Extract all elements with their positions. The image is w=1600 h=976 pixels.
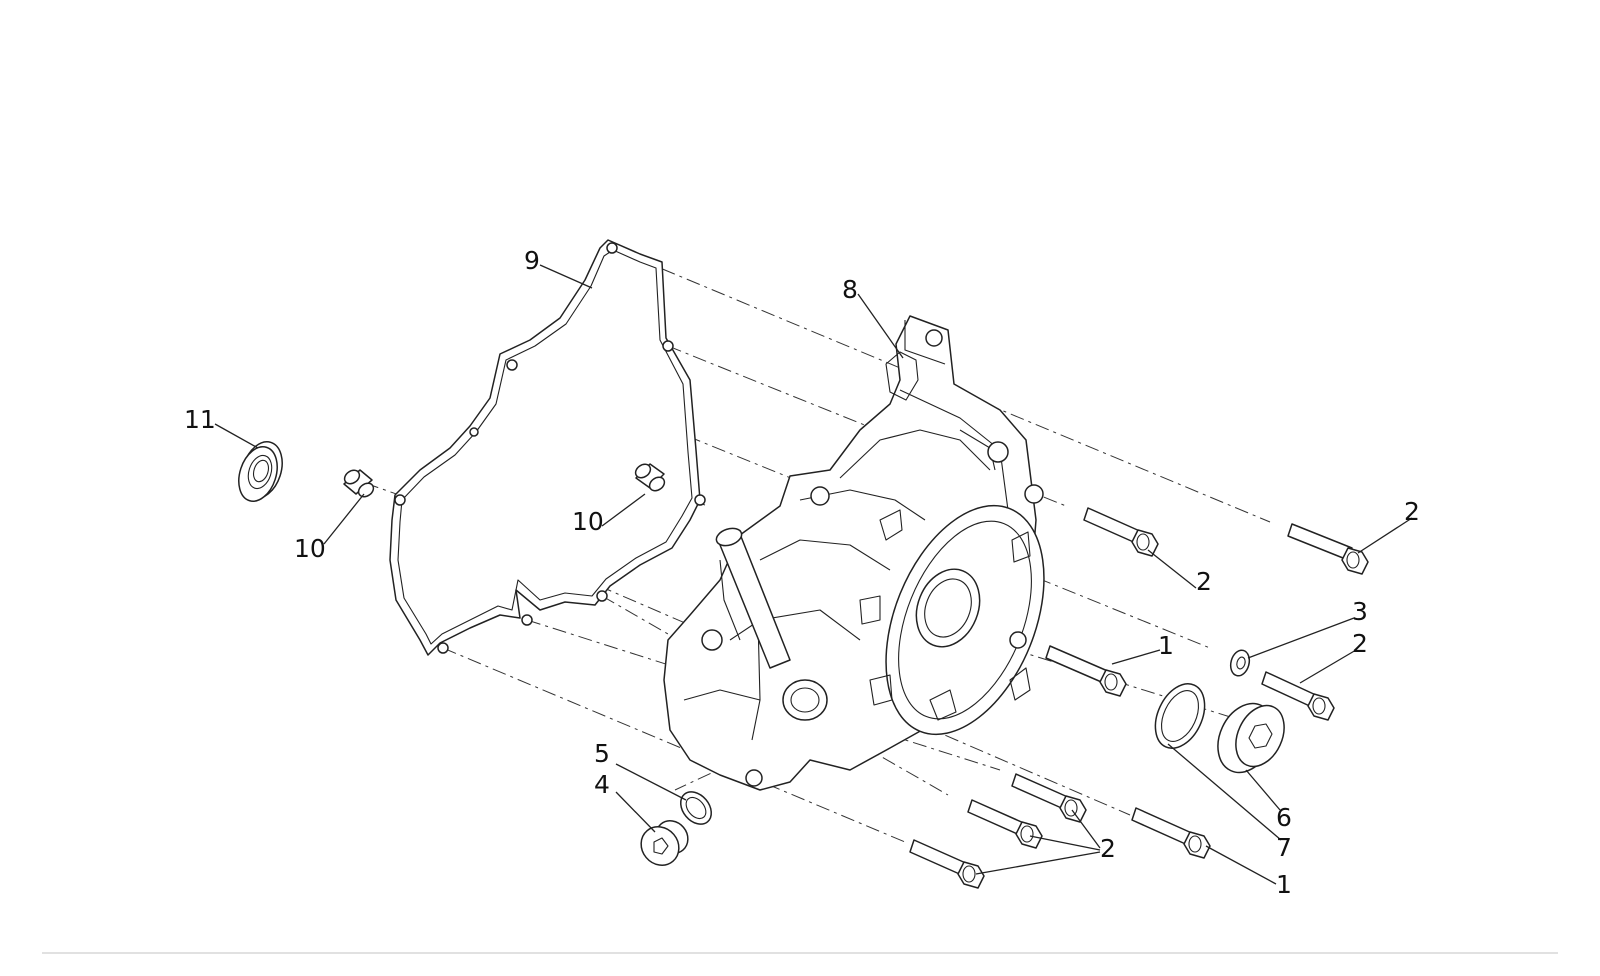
- callout-6: 6: [1276, 803, 1292, 832]
- bolt-mid-1-part: [1045, 645, 1127, 697]
- dowel-right-part: [634, 463, 666, 492]
- filler-plug-part: [1217, 702, 1285, 774]
- callout-4: 4: [594, 770, 610, 799]
- bolt-right-2-part: [1261, 671, 1335, 721]
- callout-10-right: 10: [572, 507, 604, 536]
- callout-5: 5: [594, 739, 610, 768]
- drain-plug-part: [640, 820, 689, 866]
- washer-part: [1229, 649, 1251, 677]
- bolt-top-right-part: [1287, 523, 1369, 575]
- callout-2-lower: 2: [1100, 834, 1116, 863]
- o-ring-part: [1154, 683, 1206, 749]
- callout-11: 11: [184, 405, 216, 434]
- callout-10-left: 10: [294, 534, 326, 563]
- bolt-lower-a-part: [1011, 773, 1087, 823]
- bolt-lower-c-part: [909, 839, 985, 889]
- callout-7: 7: [1276, 833, 1292, 862]
- leader-lines: [214, 264, 1413, 885]
- dowel-left-part: [343, 469, 375, 498]
- callout-2-upper-mid: 2: [1196, 567, 1212, 596]
- sealing-washer-part: [679, 791, 713, 825]
- callout-9: 9: [524, 246, 540, 275]
- bolt-upper-mid-part: [1083, 507, 1159, 557]
- callout-8: 8: [842, 275, 858, 304]
- oil-seal-part: [238, 441, 283, 502]
- callout-labels: 9 8 11 10 10 2 2 3 2 1 5 4 6 7 2 1: [184, 246, 1420, 899]
- bolt-lower-b-part: [967, 799, 1043, 849]
- callout-2-top-right: 2: [1404, 497, 1420, 526]
- bolt-lower-1-part: [1131, 807, 1211, 859]
- callout-1-mid: 1: [1158, 631, 1174, 660]
- gasket-part: [389, 239, 706, 656]
- generator-cover-part: [663, 315, 1045, 791]
- callout-3: 3: [1352, 597, 1368, 626]
- callout-2-right: 2: [1352, 629, 1368, 658]
- callout-1-lower: 1: [1276, 870, 1292, 899]
